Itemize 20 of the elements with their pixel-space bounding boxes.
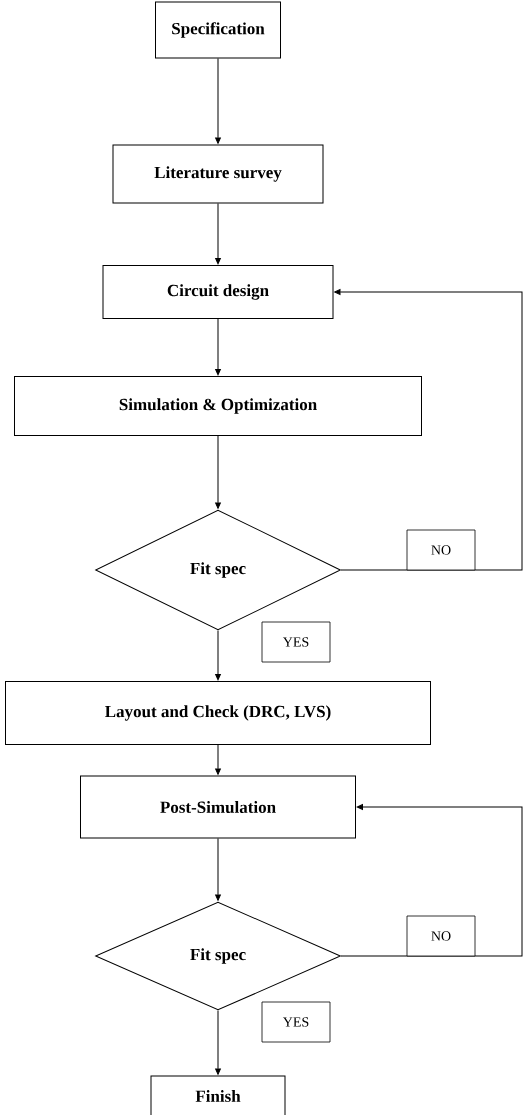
process-box: Specification — [155, 1, 281, 59]
process-box: Circuit design — [102, 265, 334, 319]
arrow — [334, 289, 523, 571]
arrow — [215, 435, 221, 509]
process-box: Layout and Check (DRC, LVS) — [5, 681, 431, 745]
process-box: Simulation & Optimization — [14, 376, 422, 436]
arrow — [215, 744, 221, 775]
arrow — [215, 630, 221, 681]
process-box: Literature survey — [112, 144, 324, 204]
arrow — [215, 838, 221, 901]
edge-label: NO — [406, 529, 476, 571]
arrow — [215, 203, 221, 265]
edge-label: YES — [261, 621, 331, 663]
edge-label: NO — [406, 915, 476, 957]
edge-label: YES — [261, 1001, 331, 1043]
arrow — [215, 58, 221, 144]
process-box: Post-Simulation — [80, 775, 356, 839]
arrow — [215, 1010, 221, 1075]
arrow — [215, 318, 221, 376]
process-box: Finish — [150, 1075, 286, 1115]
